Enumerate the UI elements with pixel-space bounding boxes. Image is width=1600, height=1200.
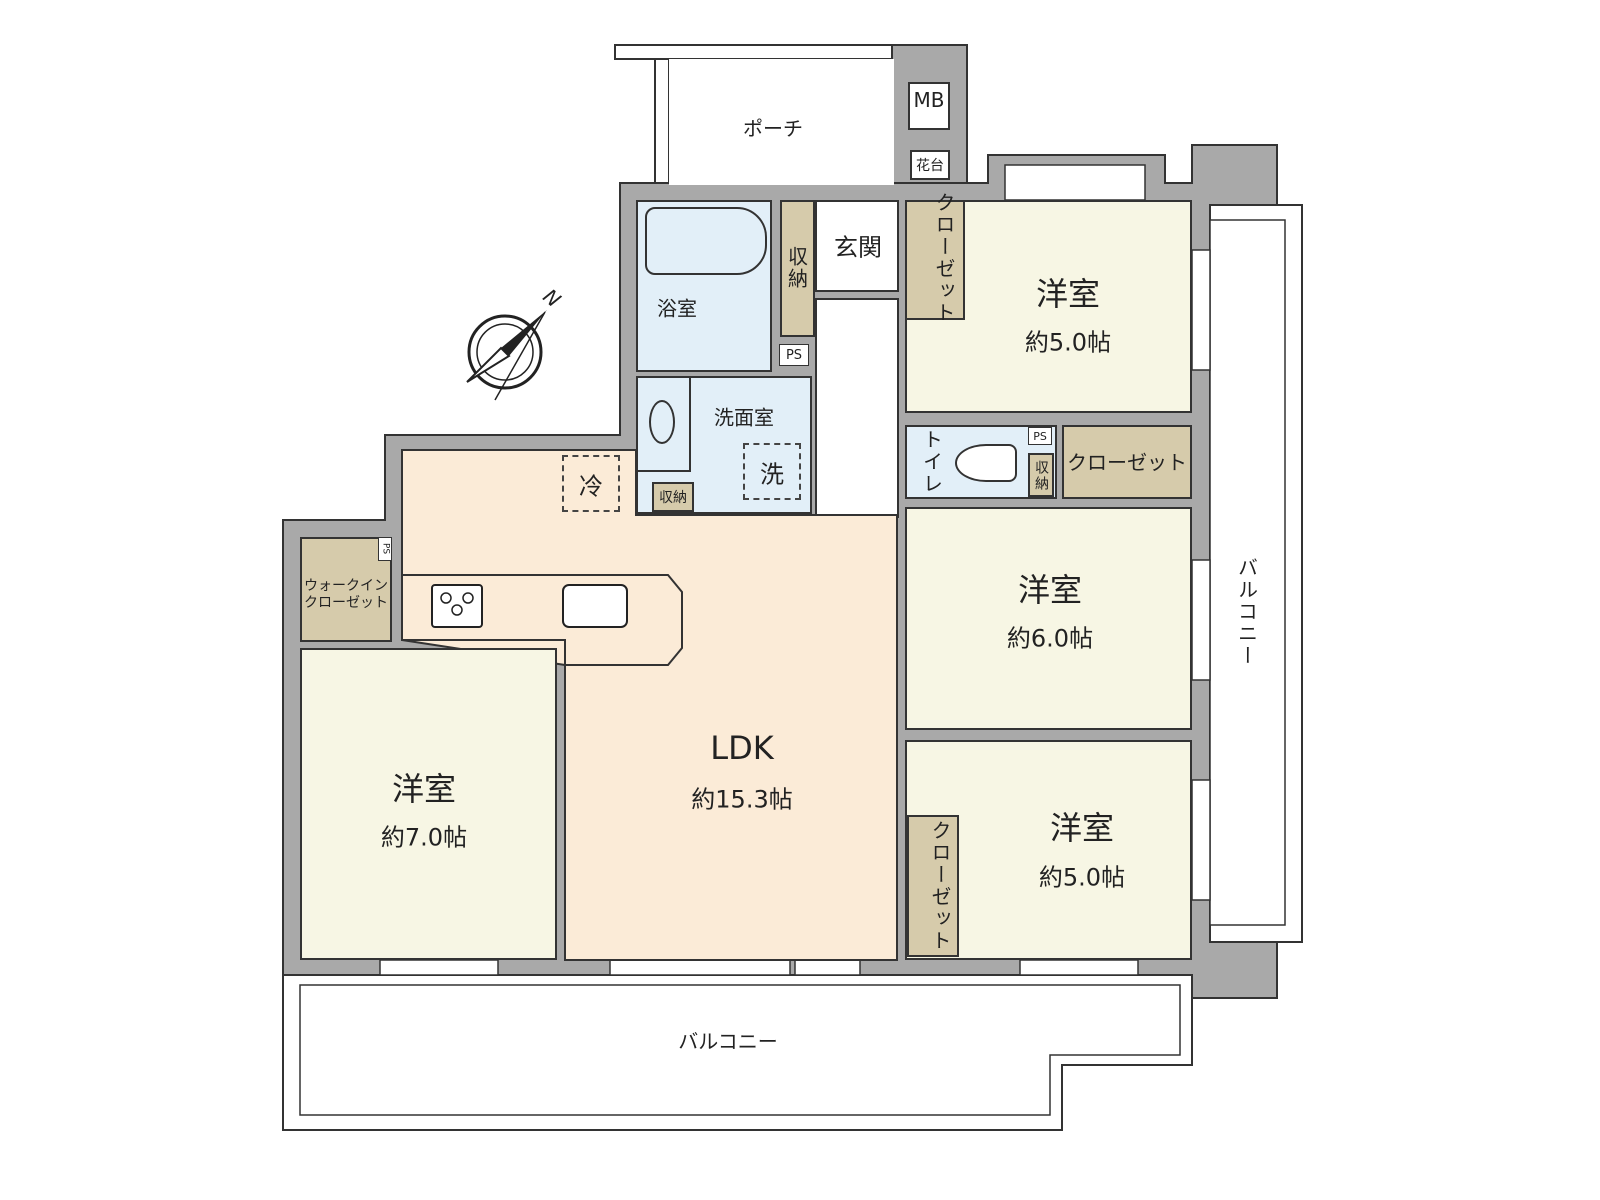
ldk-name: LDK	[710, 729, 774, 767]
washroom-label: 洗面室	[714, 405, 774, 430]
compass-icon	[466, 310, 547, 401]
walk-in-closet	[300, 537, 392, 642]
walk-in-closet-label-2: クローゼット	[304, 595, 388, 611]
closet-bedroom3	[907, 815, 959, 957]
bottom-balcony-label: バルコニー	[678, 1029, 778, 1054]
fridge-space	[562, 455, 620, 512]
sink-icon	[649, 400, 675, 444]
entrance-label: 玄関	[834, 233, 882, 262]
porch	[669, 59, 894, 185]
flower-stand-label: 花台	[916, 158, 944, 174]
bottom-balcony-inner	[299, 984, 1181, 1116]
storage-small-label: 収納	[659, 490, 687, 506]
bedroom-1-size: 約5.0帖	[1024, 328, 1112, 357]
bedroom-2-size: 約6.0帖	[1006, 624, 1094, 653]
storage-toilet-label: 収納	[1033, 460, 1049, 492]
entrance	[815, 200, 899, 292]
bedroom-2	[905, 507, 1192, 730]
closet-hall	[1062, 425, 1192, 499]
closet-bedroom3-label: クローゼット	[928, 820, 952, 952]
bathtub-icon	[645, 207, 767, 275]
bedroom-3-name: 洋室	[1049, 809, 1115, 847]
bedroom-1-name: 洋室	[1035, 275, 1101, 313]
porch-gate-wall	[654, 58, 670, 185]
mb-label: MB	[913, 88, 945, 112]
meter-box	[908, 82, 950, 130]
washer-label: 洗	[760, 460, 784, 489]
bedroom-1-ext	[905, 320, 967, 413]
bedroom-4	[300, 648, 557, 960]
windows	[379, 164, 1211, 976]
ps-wic-label: PS	[378, 537, 392, 561]
right-balcony-label: バルコニー	[1234, 557, 1259, 667]
fridge-label: 冷	[579, 472, 603, 501]
flower-stand	[910, 150, 950, 180]
bedroom-4-size: 約7.0帖	[380, 823, 468, 852]
walk-in-closet-label-1: ウォークイン	[304, 578, 388, 594]
ps-toilet-label: PS	[1028, 427, 1052, 445]
porch-label: ポーチ	[743, 116, 803, 141]
bedroom-4-name: 洋室	[391, 770, 457, 808]
hallway	[815, 298, 899, 518]
bedroom-1	[965, 200, 1192, 413]
ps-label: PS	[779, 344, 809, 366]
storage-hall	[780, 200, 815, 337]
storage-label: 収納	[784, 246, 809, 290]
bedroom-2-name: 洋室	[1017, 571, 1083, 609]
closet-hall-label: クローゼット	[1067, 450, 1187, 475]
toilet-label: トイレ	[919, 429, 944, 495]
storage-toilet	[1028, 453, 1054, 497]
bedroom-3-size: 約5.0帖	[1038, 863, 1126, 892]
ldk-size: 約15.3帖	[691, 785, 793, 814]
closet-bedroom1	[905, 200, 965, 320]
bath-label: 浴室	[657, 296, 697, 321]
toilet-icon	[955, 444, 1017, 482]
right-balcony-inner	[1209, 219, 1286, 926]
closet-bedroom1-label: クローゼット	[932, 192, 956, 324]
